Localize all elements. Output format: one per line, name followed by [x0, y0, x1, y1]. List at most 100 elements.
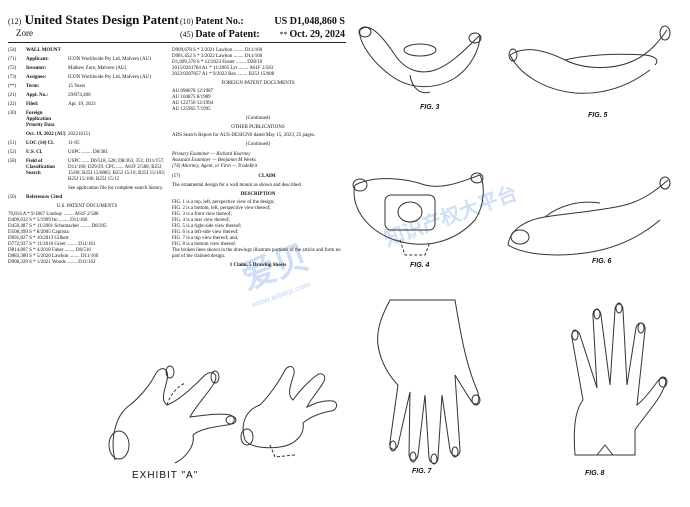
bib-field: (**) Term: 15 Years	[8, 84, 166, 90]
header-rule	[8, 42, 346, 43]
bib-field: Oct. 19, 2022 (AU)202216151	[8, 132, 166, 138]
bib-field-value: USPC ........ D8/381	[68, 150, 109, 155]
foreign-reference-row: AU 122750 12/1994	[172, 101, 214, 106]
patent-number-row: (10) Patent No.: US D1,048,860 S	[180, 16, 345, 27]
claim-heading: CLAIM	[258, 174, 276, 179]
description-line: FIG. 4 is a rear view thereof;	[172, 218, 230, 223]
reference-row: D691,827 S * 10/2013 Gilbert	[8, 236, 69, 241]
description-line: The broken lines shown in the drawings i…	[172, 248, 341, 259]
bib-field-code: (51)	[8, 141, 17, 146]
bib-field-label: Term:	[26, 84, 40, 89]
bib-field-code: (54)	[8, 48, 17, 53]
bibliographic-column: (54)WALL MOUNT(71)Applicant:ICON Worldwi…	[8, 48, 166, 266]
description-line: FIG. 8 is a bottom view thereof.	[172, 242, 237, 247]
bib-field-label: Inventor:	[26, 66, 47, 71]
bib-field: (30)Foreign Application Priority Data	[8, 111, 166, 129]
foreign-docs-heading: FOREIGN PATENT DOCUMENTS	[221, 81, 295, 86]
bibliographic-fields: (54)WALL MOUNT(71)Applicant:ICON Worldwi…	[8, 48, 166, 201]
bib-field-value: See application file for complete search…	[68, 186, 164, 191]
bib-field-code	[8, 186, 26, 192]
bib-field-value: 11-05	[68, 141, 80, 146]
bib-field-label: WALL MOUNT	[26, 48, 61, 53]
other-publications: ADS Search Report for AUS-DESIGNS dated …	[172, 133, 316, 138]
reference-row: 2022/0287857 A1 * 9/2022 Rex ........ B2…	[172, 72, 275, 77]
description-line: FIG. 3 is a front view thereof;	[172, 212, 232, 217]
bib-field-label: Filed:	[26, 102, 39, 107]
inventor-surname: Zore	[16, 28, 33, 38]
bib-field-value	[68, 48, 166, 54]
patent-date-row: (45) Date of Patent: ** Oct. 29, 2024	[180, 29, 345, 40]
figure-4-drawing	[352, 172, 484, 256]
claim-heading-row: (57) CLAIM	[172, 174, 344, 180]
bib-field-value: 15 Years	[68, 84, 86, 89]
figure-7-drawing	[377, 299, 481, 465]
attorney: (74) Attorney, Agent, or Firm — TradeBri…	[172, 164, 258, 169]
description-column: D909,678 S * 2/2021 Lawhon ........ D11/…	[172, 48, 344, 271]
bib-field-label: References Cited	[26, 195, 63, 200]
assistant-examiner: Assistant Examiner — Benjamin M Weeks	[172, 158, 256, 163]
description-line: FIG. 6 is a left-side view thereof;	[172, 230, 239, 235]
reference-row: D450,487 S * 11/2001 Schumacher ........…	[8, 224, 107, 229]
description-heading: DESCRIPTION	[240, 192, 276, 197]
figure-6-label: FIG. 6	[592, 258, 612, 265]
bib-field-code: (72)	[8, 66, 17, 71]
bib-field-code	[8, 132, 26, 138]
bib-field-label: Foreign Application Priority Data	[26, 111, 55, 128]
bib-field-value: USPC ...... D6/518, 528; D8/363, 351; D1…	[68, 159, 165, 182]
bib-field: See application file for complete search…	[8, 186, 166, 192]
bib-field-code: (52)	[8, 150, 17, 155]
figure-8-drawing	[571, 302, 668, 456]
patent-title: (12) United States Design Patent	[8, 12, 179, 27]
bib-field-label: Oct. 19, 2022 (AU)	[26, 132, 66, 137]
figure-3-label: FIG. 3	[420, 104, 440, 111]
continued-note-2: (Continued)	[245, 142, 271, 147]
bib-field: (73)Assignee:ICON Worldwide Pty Ltd, Mal…	[8, 75, 166, 81]
foreign-reference-row: AU 104875 8/1989	[172, 95, 211, 100]
bib-field-code: (**)	[8, 84, 17, 89]
reference-row: D908,329 S * 1/2021 Woods ........ D11/1…	[8, 260, 96, 265]
figure-6-drawing	[507, 176, 671, 256]
bib-field-label	[26, 186, 68, 192]
reference-row: D508,499 S * 8/2005 Caprista	[8, 230, 69, 235]
bib-field-code: (56)	[8, 195, 17, 200]
bib-field-label: Appl. No.:	[26, 93, 49, 98]
continued-note: (Continued)	[245, 116, 271, 121]
bib-field-code: (21)	[8, 93, 17, 98]
bib-field-code: (73)	[8, 75, 17, 80]
description-line: FIG. 7 is a top view thereof; and,	[172, 236, 239, 241]
bib-field-label: LOC (14) Cl.	[26, 141, 54, 146]
bib-field-value: 202216151	[68, 132, 91, 137]
reference-row: D772,937 S * 11/2016 Greer ........ D11/…	[8, 242, 96, 247]
us-references-continued: D909,678 S * 2/2021 Lawhon ........ D11/…	[172, 48, 344, 78]
bib-field: (21) Appl. No.: 29/874,400	[8, 93, 166, 99]
figure-5-label: FIG. 5	[588, 112, 608, 119]
us-references: 70,814 A * 9/1867 Lindsay ........ A61F …	[8, 212, 166, 266]
bib-field-value	[68, 111, 166, 129]
bib-field-value: 29/874,400	[68, 93, 91, 98]
exhibit-hand-drawings	[108, 365, 338, 464]
patent-header-right: (10) Patent No.: US D1,048,860 S (45) Da…	[180, 16, 345, 42]
bib-field-value: ICON Worldwide Pty Ltd, Malvern (AU)	[68, 75, 151, 80]
bib-field: (51) LOC (14) Cl. 11-05	[8, 141, 166, 147]
bib-field: (72)Inventor:Mathew Zore, Malvern (AU)	[8, 66, 166, 72]
bib-field-value: ICON Worldwide Pty Ltd, Malvern (AU)	[68, 57, 151, 62]
bib-field-code: (22)	[8, 102, 17, 107]
reference-row: D883,380 S * 5/2020 Lawhon ........ D11/…	[8, 254, 99, 259]
claim-text: The ornamental design for a wall mount a…	[172, 183, 303, 188]
other-pubs-heading: OTHER PUBLICATIONS	[231, 125, 285, 130]
bib-field-code: (71)	[8, 57, 17, 62]
foreign-reference-row: AU 098078 12/1987	[172, 89, 214, 94]
foreign-reference-row: AU 125965 7/1995	[172, 107, 211, 112]
bib-field: (56) References Cited	[8, 195, 166, 201]
bib-field: (54) WALL MOUNT	[8, 48, 166, 54]
reference-row: 70,814 A * 9/1867 Lindsay ........ A61F …	[8, 212, 99, 217]
bib-field: (52)U.S. Cl.USPC ........ D8/381	[8, 150, 166, 156]
figure-5-drawing	[508, 25, 671, 94]
patent-number: US D1,048,860 S	[274, 16, 345, 27]
description-line: FIG. 2 is a bottom, left, perspective vi…	[172, 206, 271, 211]
figure-8-label: FIG. 8	[585, 470, 605, 477]
bib-field-value	[68, 195, 166, 201]
figure-4-label: FIG. 4	[410, 262, 430, 269]
